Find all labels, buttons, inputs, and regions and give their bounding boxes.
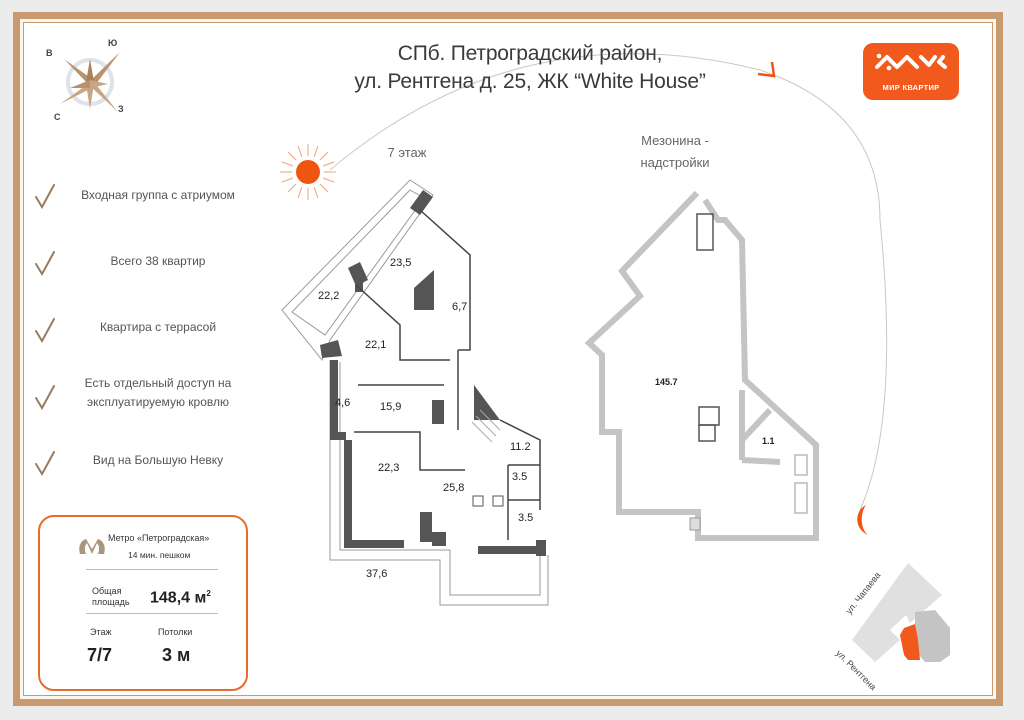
mir-kvartir-logo[interactable]: МИР КВАРТИР bbox=[863, 43, 959, 100]
check-icon bbox=[35, 318, 55, 343]
compass-east-label: Ю bbox=[108, 38, 118, 48]
divider bbox=[86, 613, 218, 614]
floor-value: 7/7 bbox=[87, 645, 113, 665]
mir-kvartir-logo-icon bbox=[875, 53, 947, 71]
sun-icon bbox=[280, 144, 336, 200]
moon-icon bbox=[857, 505, 868, 535]
mezzanine-label-line-2: надстройки bbox=[640, 155, 710, 170]
area-unit-sup: 2 bbox=[206, 589, 211, 598]
metro-icon bbox=[79, 539, 105, 554]
check-icon bbox=[35, 251, 55, 276]
metro-station: Метро «Петроградская» bbox=[108, 533, 210, 543]
check-icon bbox=[35, 385, 55, 410]
compass-north-label: В bbox=[46, 48, 53, 58]
area-label: Общая площадь bbox=[92, 586, 130, 607]
room-area: 37,6 bbox=[366, 568, 388, 580]
feature-text: Вид на Большую Невку bbox=[92, 453, 224, 467]
divider bbox=[86, 569, 218, 570]
room-area: 23,5 bbox=[390, 257, 412, 269]
feature-text: Квартира с террасой bbox=[99, 320, 217, 334]
title-line-2: ул. Рентгена д. 25, ЖК “White House” bbox=[354, 70, 706, 93]
feature-text: Всего 38 квартир bbox=[110, 254, 206, 268]
room-area: 4,6 bbox=[335, 397, 351, 409]
room-area: 25,8 bbox=[443, 482, 465, 494]
ceiling-value: 3 м bbox=[162, 645, 191, 665]
compass-south-label: З bbox=[118, 104, 124, 114]
metro-walk-time: 14 мин. пешком bbox=[128, 550, 191, 560]
room-area: 1.1 bbox=[762, 436, 775, 446]
room-area: 22,3 bbox=[378, 462, 400, 474]
mezzanine-label-line-1: Мезонина - bbox=[641, 133, 709, 148]
compass-rose-icon bbox=[60, 52, 120, 112]
room-area: 3.5 bbox=[512, 471, 528, 483]
ceiling-label: Потолки bbox=[158, 627, 193, 637]
mezzanine-label: Мезонина - надстройки bbox=[610, 130, 740, 174]
check-icon bbox=[35, 184, 55, 209]
room-area: 15,9 bbox=[380, 401, 402, 413]
arc-arrow-icon bbox=[757, 62, 776, 78]
room-area: 22,2 bbox=[318, 290, 340, 302]
room-area: 11.2 bbox=[510, 441, 531, 453]
area-number: 148,4 м bbox=[150, 589, 207, 607]
title-line-1: СПб. Петроградский район, bbox=[397, 42, 663, 65]
feature-text: Есть отдельный доступ на эксплуатируемую… bbox=[84, 376, 232, 409]
room-area: 3.5 bbox=[518, 512, 534, 524]
apartment-info-card: Метро «Петроградская» 14 мин. пешком Общ… bbox=[38, 515, 248, 691]
compass: В Ю З С bbox=[40, 34, 150, 124]
compass-west-label: С bbox=[54, 112, 61, 122]
room-area: 22,1 bbox=[365, 339, 387, 351]
floor-plan-label: 7 этаж bbox=[387, 145, 427, 160]
logo-label: МИР КВАРТИР bbox=[882, 83, 940, 92]
area-value: 148,4 м2 bbox=[150, 589, 211, 607]
check-icon bbox=[35, 451, 55, 476]
floor-label: Этаж bbox=[90, 627, 112, 637]
room-area: 145.7 bbox=[655, 377, 678, 387]
room-area: 6,7 bbox=[452, 301, 468, 313]
feature-text: Входная группа с атриумом bbox=[81, 188, 235, 202]
page-title: СПб. Петроградский район, ул. Рентгена д… bbox=[320, 40, 740, 96]
